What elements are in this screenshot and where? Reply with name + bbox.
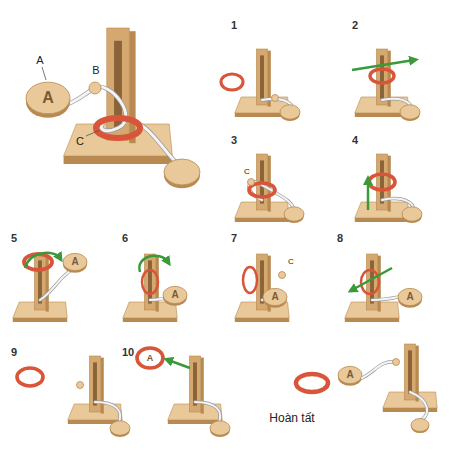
bead [89,82,101,94]
step-number: 1 [231,20,237,31]
step-number: 8 [337,233,343,244]
post-slot [148,260,152,303]
ring [137,348,163,368]
step-number: 3 [231,135,237,146]
bead [279,272,286,279]
disc [110,421,130,435]
move-arrow [168,360,190,368]
ring [221,74,243,90]
base-edge [13,318,67,322]
post [376,49,387,105]
post-slot [380,55,384,98]
base-edge [123,318,177,322]
disc [411,419,429,432]
string [362,362,396,378]
ring [17,368,43,386]
callout-letter: C [288,258,294,266]
disc-letter: A [147,354,154,363]
callout-letter: A [36,55,43,66]
post-slot [370,260,374,303]
move-arrow [352,60,414,70]
disc [280,105,300,119]
string [40,268,75,300]
string [40,268,75,300]
string [410,392,427,422]
move-arrow [25,253,60,268]
step-number: 4 [352,135,358,146]
step-number: 10 [122,347,134,358]
ring [370,69,394,83]
base-edge [64,156,173,164]
step-number: 5 [11,233,17,244]
disc-letter: A [406,292,413,302]
ring [96,118,140,138]
ring [361,270,379,294]
bead [393,359,400,366]
disc-letter: A [71,257,78,267]
move-arrow [352,268,392,290]
move-arrow [367,180,370,210]
bead [248,179,255,186]
disc-letter: A [42,90,54,106]
post-side [101,358,104,414]
leader-line [42,67,46,80]
callout-letter: C [76,136,84,147]
callout-letter: C [244,168,250,176]
step-number: 9 [11,347,17,358]
disc [284,207,304,221]
post-slot [408,350,412,393]
base-edge [355,218,409,222]
caption-text: Hoàn tất [269,412,314,424]
post-side [201,358,204,414]
disc [164,159,200,185]
string [410,392,427,422]
bead [272,95,279,102]
disc [210,421,230,435]
post-slot [114,41,122,127]
leader-line [86,130,100,136]
bead [77,382,84,389]
post-slot [93,362,97,405]
step-number: 7 [231,233,237,244]
step-number: 6 [122,233,128,244]
base-edge [345,318,399,322]
ring [296,374,328,392]
move-arrow [139,256,168,272]
ring [142,270,158,294]
post-slot [260,55,264,98]
post-slot [193,362,197,405]
post [256,49,267,105]
ring [243,267,257,293]
string [362,362,396,378]
callout-letter: B [92,65,99,76]
disc [398,288,422,305]
post-side [129,31,135,143]
disc-letter: A [346,370,353,380]
post-side [388,156,391,212]
base-edge [383,408,437,412]
post-side [46,256,49,312]
disc [163,286,187,303]
post-slot [380,160,384,203]
disc [338,366,362,383]
disc [400,105,420,119]
disc [263,288,287,305]
disc [63,253,87,270]
ring [369,174,395,190]
base-edge [235,218,289,222]
disc [26,82,70,114]
disc-letter: A [271,292,278,302]
disc [402,207,422,221]
step-number: 2 [352,20,358,31]
base-edge [235,318,289,322]
disc-letter: A [171,290,178,300]
